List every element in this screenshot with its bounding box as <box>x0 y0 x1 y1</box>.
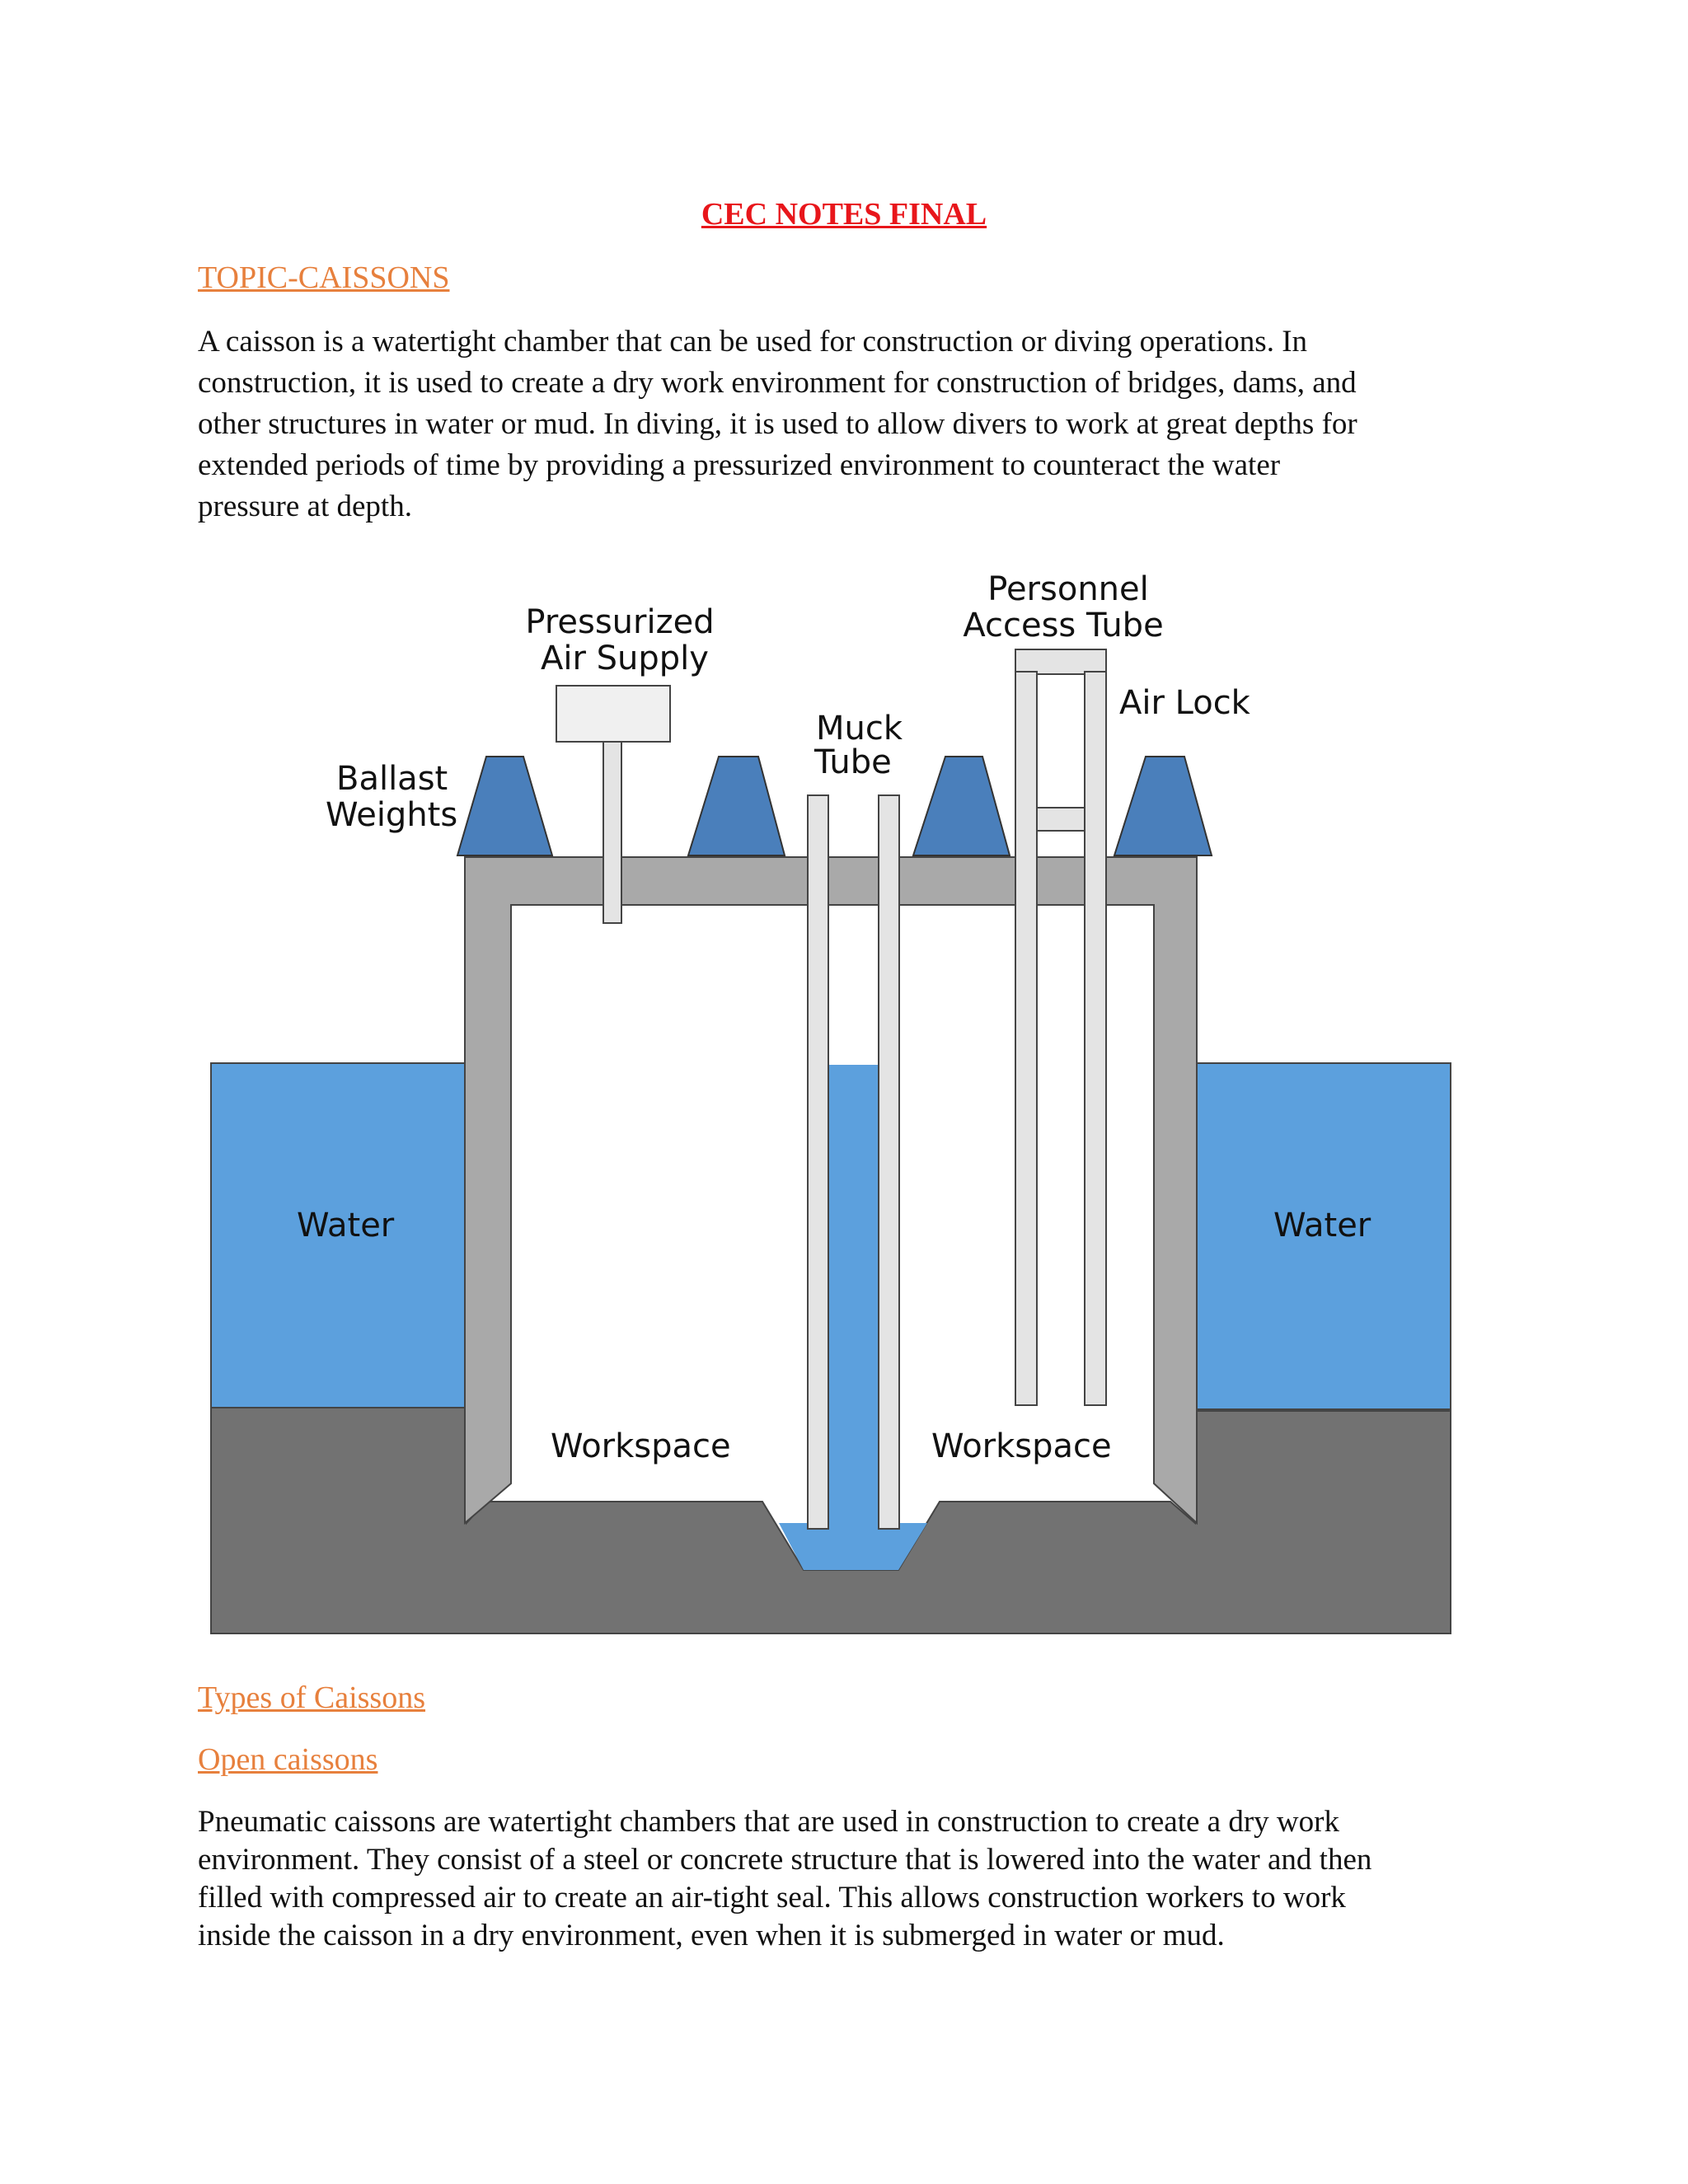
label-workspace-left: Workspace <box>551 1427 731 1465</box>
personnel-tube-left-wall <box>1015 671 1038 1406</box>
label-personnel-access-tube: Access Tube <box>963 607 1163 644</box>
intro-line: construction, it is used to create a dry… <box>198 366 1357 400</box>
label-water-left: Water <box>297 1207 395 1244</box>
muck-tube-water <box>828 1065 878 1526</box>
air-lock-chamber <box>1036 807 1085 832</box>
label-personnel-access-tube: Personnel <box>987 570 1149 608</box>
label-muck-tube: Muck <box>816 710 903 748</box>
muck-tube-left-wall <box>807 794 829 1530</box>
label-pressurized-air-supply: Air Supply <box>541 640 709 677</box>
ballast-weight <box>687 756 786 856</box>
water-right-area <box>1194 1062 1451 1410</box>
personnel-tube-right-wall <box>1084 671 1107 1406</box>
pneumatic-line: inside the caisson in a dry environment,… <box>198 1919 1225 1952</box>
caisson-diagram: Pressurized Air Supply Personnel Access … <box>210 570 1451 1634</box>
ballast-weight <box>912 756 1011 856</box>
topic-heading[interactable]: TOPIC-CAISSONS <box>198 260 450 295</box>
caisson-wall <box>464 856 1198 1526</box>
label-air-lock: Air Lock <box>1119 684 1251 722</box>
open-caissons-heading[interactable]: Open caissons <box>198 1742 378 1777</box>
label-water-right: Water <box>1273 1207 1372 1244</box>
ballast-weight <box>1113 756 1213 856</box>
pneumatic-line: environment. They consist of a steel or … <box>198 1843 1372 1877</box>
intro-line: pressure at depth. <box>198 490 412 523</box>
label-workspace-right: Workspace <box>931 1427 1112 1465</box>
intro-line: other structures in water or mud. In div… <box>198 407 1357 441</box>
pneumatic-line: filled with compressed air to create an … <box>198 1881 1346 1915</box>
document-title: CEC NOTES FINAL <box>701 197 987 232</box>
label-ballast-weights: Weights <box>326 796 457 834</box>
label-ballast-weights: Ballast <box>336 760 448 798</box>
personnel-tube-cap <box>1015 649 1107 675</box>
label-pressurized-air-supply: Pressurized <box>525 603 714 641</box>
intro-paragraph: A caisson is a watertight chamber that c… <box>198 321 1500 527</box>
muck-water <box>779 1523 927 1570</box>
pneumatic-line: Pneumatic caissons are watertight chambe… <box>198 1805 1339 1839</box>
air-supply-box <box>556 685 671 743</box>
air-supply-pipe <box>603 741 622 924</box>
label-muck-tube: Tube <box>814 743 892 781</box>
ballast-weight <box>456 756 554 856</box>
types-of-caissons-heading[interactable]: Types of Caissons <box>198 1680 426 1715</box>
intro-line: extended periods of time by providing a … <box>198 448 1281 482</box>
intro-line: A caisson is a watertight chamber that c… <box>198 325 1308 359</box>
muck-tube-right-wall <box>878 794 900 1530</box>
pneumatic-paragraph: Pneumatic caissons are watertight chambe… <box>198 1803 1500 1955</box>
